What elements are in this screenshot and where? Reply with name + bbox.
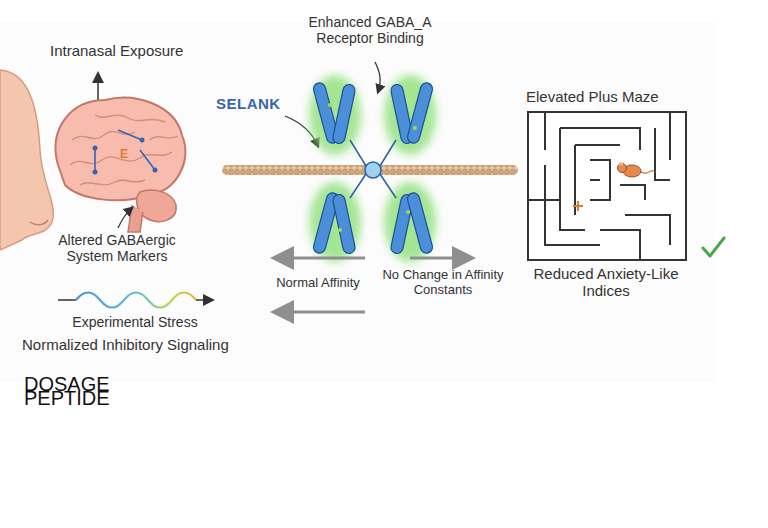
- brain-label: Altered GABAergic System Markers: [42, 232, 192, 264]
- signaling-label: Normalized Inhibitory Signaling: [22, 336, 292, 353]
- exposure-label: Intranasal Exposure: [50, 42, 220, 59]
- affinity-label: Normal Affinity: [262, 276, 374, 291]
- outcome-label: Reduced Anxiety-Like Indices: [508, 265, 704, 300]
- stress-label: Experimental Stress: [50, 314, 220, 330]
- binding-label: Enhanced GABA_A Receptor Binding: [290, 14, 450, 46]
- watermark: PEPTIDE: [24, 388, 144, 408]
- peptide-name: SELANK: [216, 95, 296, 112]
- svg-text:E: E: [120, 147, 128, 161]
- affinity-label: No Change in Affinity Constants: [378, 268, 508, 298]
- maze-label: Elevated Plus Maze: [526, 88, 706, 105]
